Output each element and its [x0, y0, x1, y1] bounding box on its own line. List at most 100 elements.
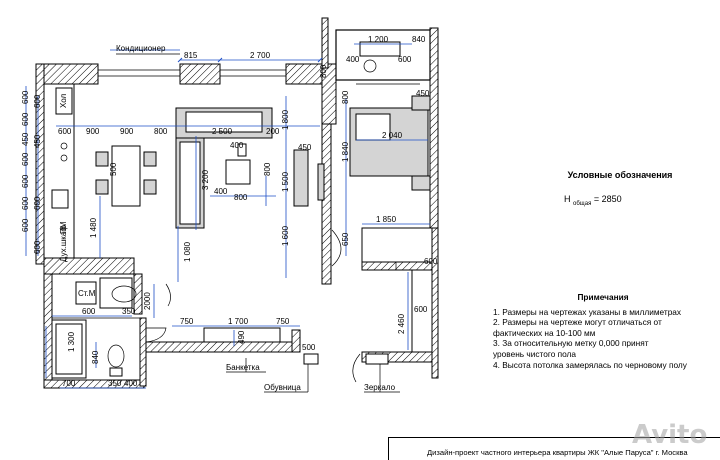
dim-450b: 450: [416, 89, 430, 98]
dim-500: 500: [109, 162, 118, 176]
wall-hall-right: [291, 329, 301, 353]
dim-h600: 600: [58, 127, 72, 136]
dim-v600g: 600: [33, 94, 42, 108]
bench: [203, 327, 281, 343]
door-bedroom: [331, 229, 342, 267]
dim-1500: 1 500: [281, 171, 290, 192]
chair: [95, 151, 109, 167]
dim-h800: 800: [154, 127, 168, 136]
legend-h-label: H: [564, 194, 571, 204]
furniture: [43, 41, 433, 379]
note-line-4: 3. За относительную метку 0,000 принят: [493, 338, 649, 349]
avito-watermark: Avito: [632, 420, 708, 450]
dim-v450a: 450: [21, 132, 30, 146]
dim-b1700: 1 700: [228, 317, 249, 326]
wall-right-top: [429, 27, 439, 229]
wall-hall-bottom: [145, 341, 301, 353]
note-line-6: 4. Высота потолка замерялась по черновом…: [493, 359, 687, 370]
wall-center: [321, 123, 332, 285]
hall-wardrobe: [411, 269, 433, 353]
dim-800b: 800: [234, 193, 248, 202]
label-oven: Дух.шкаф: [59, 225, 68, 262]
mirror: [365, 353, 389, 365]
dim-v600h: 600: [33, 196, 42, 210]
dim-600d: 600: [414, 305, 428, 314]
dim-h2500: 2 500: [212, 127, 233, 136]
dim-v600i: 600: [33, 240, 42, 254]
dim-600e: 600: [424, 257, 438, 266]
dimension-labels: 815 2 700 600 600 450 600 600 600 600 60…: [21, 35, 438, 388]
hob-icon: [60, 142, 68, 150]
wardrobe: [361, 227, 433, 263]
notes: Примечания 1. Размеры на чертежах указан…: [493, 292, 713, 370]
legend-height: H общая = 2850: [564, 194, 700, 207]
washbasin: [111, 285, 137, 303]
dim-1850: 1 850: [376, 215, 397, 224]
wall-bath-right: [139, 317, 147, 387]
dim-v600e: 600: [21, 196, 30, 210]
label-dishwasher: ПМ: [59, 221, 68, 234]
door-kitchen: [165, 283, 171, 307]
door-entry: [352, 353, 361, 383]
dim-450: 450: [298, 143, 312, 152]
dim-1840: 1 840: [341, 141, 350, 162]
door-bath: [145, 327, 167, 343]
chair-balcony: [363, 59, 377, 73]
washer: [75, 281, 97, 305]
tv-unit: [293, 149, 309, 207]
dim-h200: 200: [266, 127, 280, 136]
bedside-table: [411, 95, 431, 111]
dim-b350b: 350: [108, 379, 122, 388]
washbasin-cabinet: [99, 277, 133, 309]
label-fridge: Хол: [59, 93, 68, 108]
dim-1200: 1 200: [368, 35, 389, 44]
dim-v450b: 450: [33, 134, 42, 148]
title-block: Дизайн-проект частного интерьера квартир…: [388, 437, 720, 460]
dim-h900a: 900: [86, 127, 100, 136]
dim-b600: 600: [82, 307, 96, 316]
dim-b840: 840: [91, 350, 100, 364]
dim-v600a: 600: [21, 90, 30, 104]
dim-v600f: 600: [21, 218, 30, 232]
project-title: Дизайн-проект частного интерьера квартир…: [427, 448, 688, 457]
dim-3200: 3 200: [201, 169, 210, 190]
dim-400a: 400: [214, 187, 228, 196]
dim-1600: 1 600: [281, 225, 290, 246]
notes-title: Примечания: [577, 292, 629, 302]
label-shoe-rack: Обувница: [264, 383, 301, 392]
dim-650: 650: [341, 232, 350, 246]
label-bench: Банкетка: [226, 363, 260, 372]
wall-top-right: [285, 63, 323, 85]
legend-h-sub: общая: [573, 200, 592, 207]
sink: [51, 189, 69, 209]
wall-kitchen-bottom: [43, 257, 135, 275]
wall-entry-low: [361, 351, 433, 363]
note-line-1: 1. Размеры на чертежах указаны в миллиме…: [493, 306, 682, 317]
dim-b350: 350: [122, 307, 136, 316]
room-labels: Кондиционер Банкетка Обувница Зеркало Хо…: [59, 44, 400, 393]
dim-v600d: 600: [21, 174, 30, 188]
note-line-2: 2. Размеры на чертеже могут отличаться о…: [493, 317, 662, 328]
wall-left: [35, 63, 45, 265]
dim-1480: 1 480: [89, 217, 98, 238]
dim-800e: 800: [319, 64, 328, 78]
dim-b490: 490: [237, 330, 246, 344]
dim-h900b: 900: [120, 127, 134, 136]
dim-815: 815: [184, 51, 198, 60]
dim-1800: 1 800: [281, 109, 290, 130]
wall-top-mid: [179, 63, 221, 85]
dim-1080: 1 080: [183, 241, 192, 262]
dim-b750a: 750: [180, 317, 194, 326]
coffee-table: [225, 159, 251, 185]
dim-v600b: 600: [21, 112, 30, 126]
dimension-lines: [25, 43, 430, 389]
wall-bath-mid: [133, 273, 143, 315]
dim-800d: 800: [341, 90, 350, 104]
dim-b2000: 2000: [143, 292, 152, 310]
fridge: [55, 87, 73, 115]
label-conditioner: Кондиционер: [116, 44, 166, 53]
label-washer: Ст.М: [78, 289, 96, 298]
toilet: [107, 344, 125, 368]
dim-800c: 800: [263, 162, 272, 176]
